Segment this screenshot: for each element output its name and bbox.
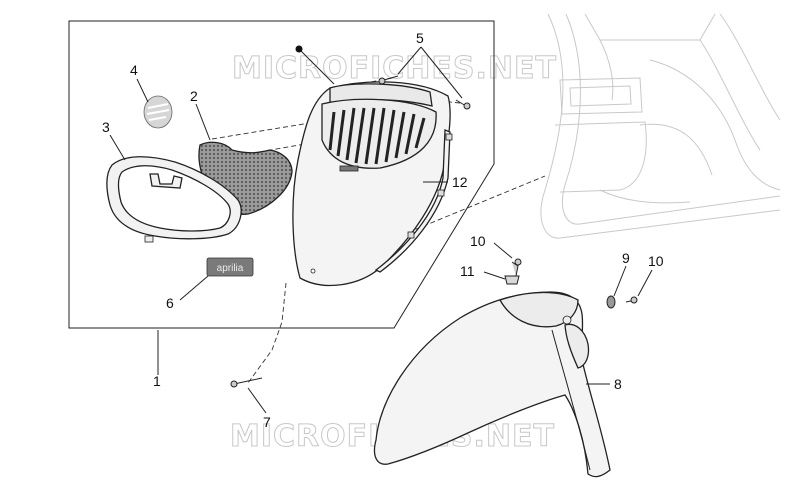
front-shield-part — [292, 81, 453, 287]
callout-10-left: 10 — [470, 233, 486, 249]
badge-text: aprilia — [217, 263, 244, 274]
callout-3: 3 — [102, 119, 110, 135]
scooter-body-ghost — [540, 13, 781, 239]
callout-5: 5 — [416, 30, 424, 46]
screw-parts-5 — [378, 75, 471, 110]
front-mudguard-part — [373, 291, 611, 478]
kit-outline — [68, 20, 495, 329]
callout-1: 1 — [153, 373, 161, 389]
leader-lines — [109, 45, 653, 414]
headlight-frame-part — [106, 156, 242, 243]
callout-10-right: 10 — [648, 253, 664, 269]
callout-2: 2 — [190, 88, 198, 104]
callout-8: 8 — [614, 376, 622, 392]
callout-7: 7 — [263, 414, 271, 430]
callout-6: 6 — [166, 295, 174, 311]
watermark-top: MICROFICHES.NET — [232, 51, 557, 86]
callout-9: 9 — [622, 250, 630, 266]
aprilia-badge-part: aprilia — [206, 257, 254, 277]
washer-part-9 — [606, 295, 616, 309]
screw-part-10a — [511, 258, 522, 277]
screw-part-10b — [625, 296, 638, 304]
clip-part-11 — [504, 275, 520, 285]
cap-part — [143, 95, 173, 129]
callout-labels: 1 2 3 4 5 6 7 8 9 10 10 11 12 — [102, 30, 664, 430]
screw-part-7 — [230, 377, 263, 388]
callout-12: 12 — [452, 174, 468, 190]
callout-11: 11 — [460, 263, 475, 279]
shield-grille — [328, 107, 426, 165]
callout-4: 4 — [130, 62, 138, 78]
